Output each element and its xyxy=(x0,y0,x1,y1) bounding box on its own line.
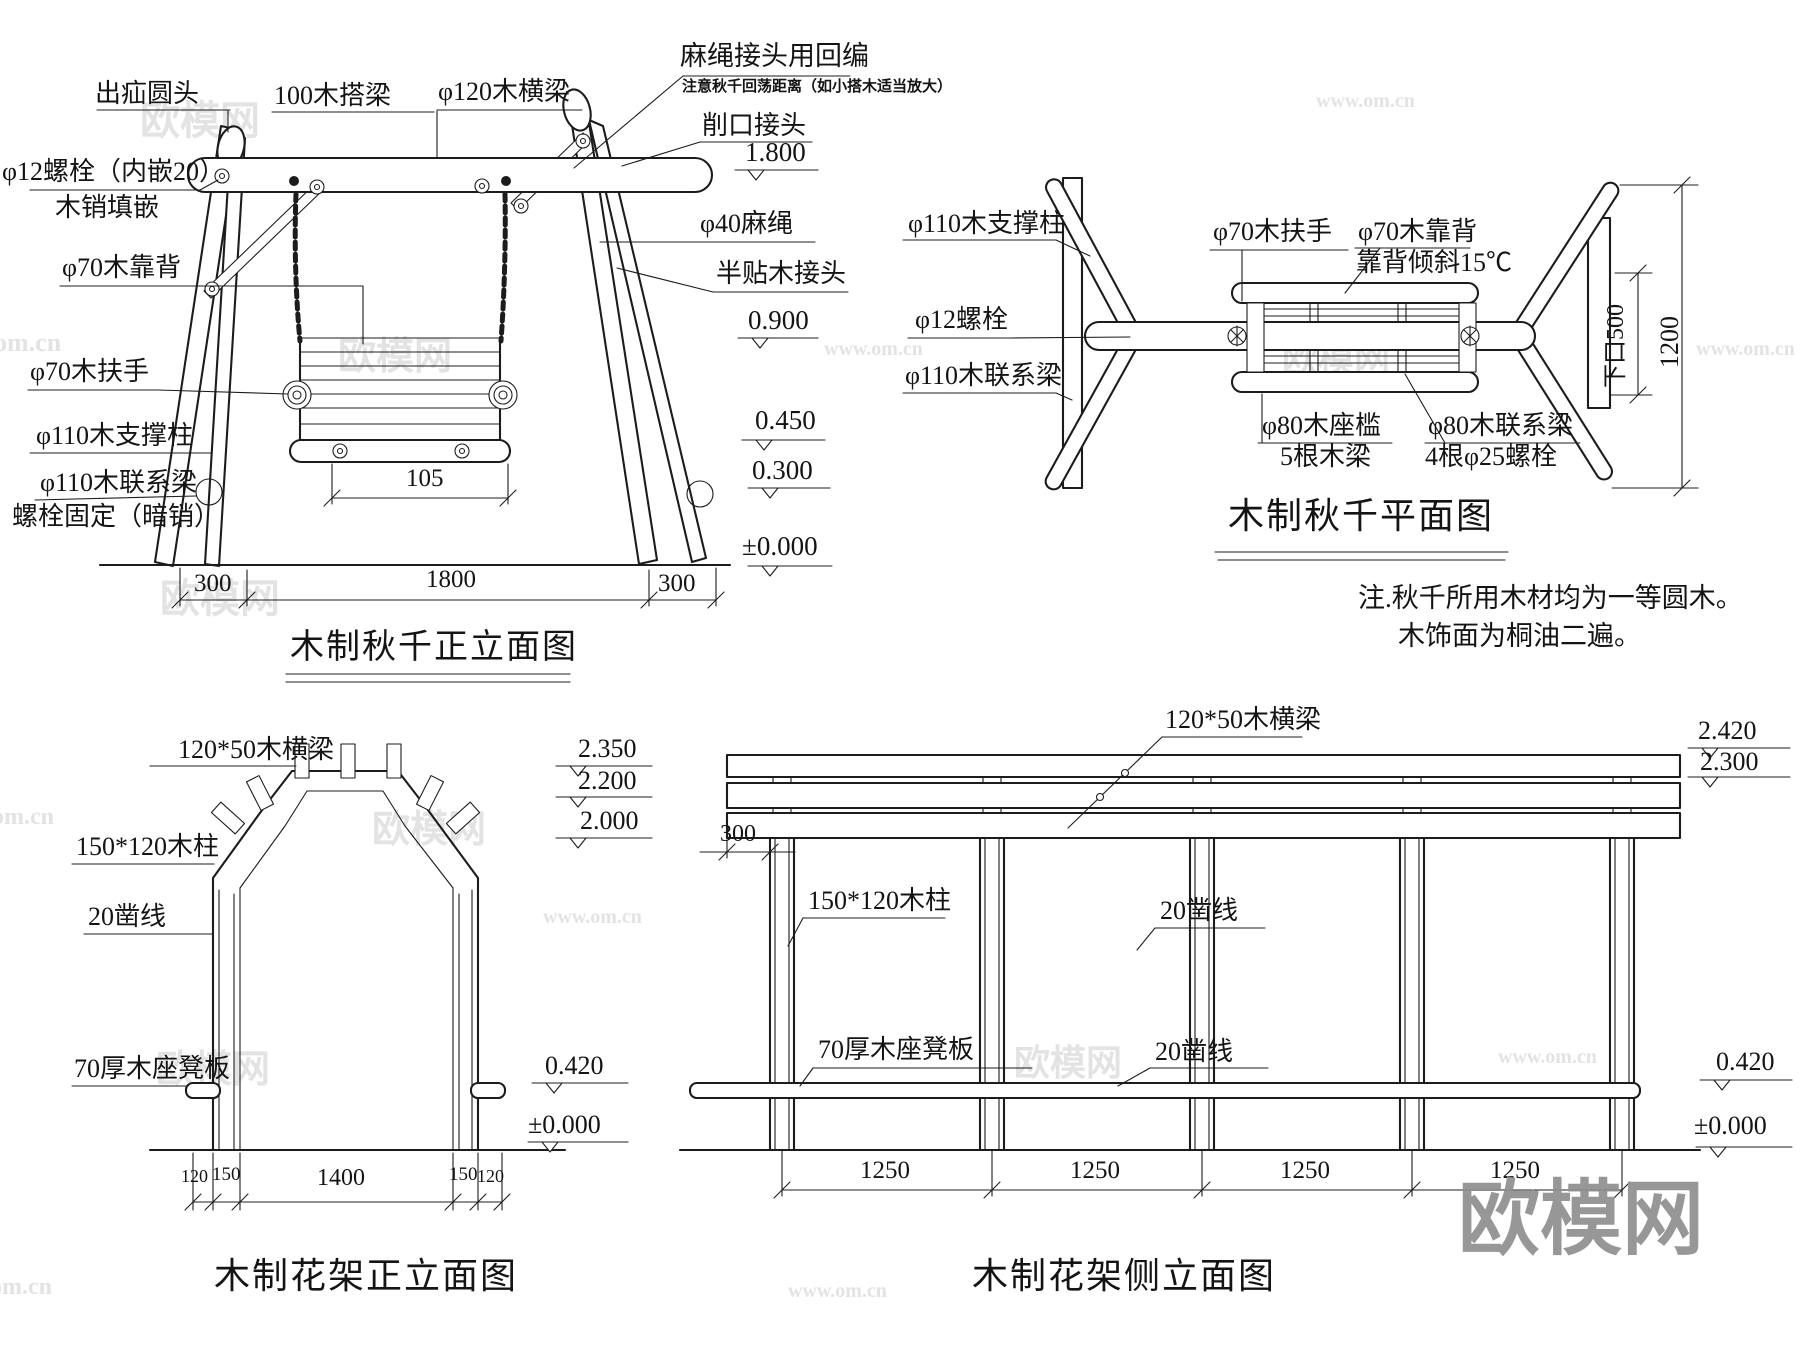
label-ps-beam: 120*50木横梁 xyxy=(1165,705,1322,734)
dim-ps-3: 1250 xyxy=(1490,1157,1540,1184)
label-tie-beam2: 螺栓固定（暗销） xyxy=(12,502,221,531)
label-plan-tie: φ110木联系梁 xyxy=(905,361,1063,390)
dim-ps-0: 1250 xyxy=(860,1157,910,1184)
watermark-large: 欧模网 xyxy=(1458,1174,1705,1265)
label-ps-chisel-top: 20凿线 xyxy=(1160,896,1239,925)
level-pf-0000: ±0.000 xyxy=(528,1110,601,1139)
label-rope-note: 注意秋千回荡距离（如小搭木适当放大） xyxy=(682,79,953,95)
watermark: 欧模网 xyxy=(338,336,453,378)
level-ps-0420: 0.420 xyxy=(1716,1047,1775,1076)
label-plan-tie80: φ80木联系梁 xyxy=(1428,411,1574,440)
label-plan-support: φ110木支撑柱 xyxy=(908,209,1066,238)
label-ps-chisel-bench: 20凿线 xyxy=(1155,1037,1234,1066)
pergola-side-drawing xyxy=(678,736,1793,1199)
watermark: www.om.cn xyxy=(1498,1046,1597,1068)
dim-ps-2: 1250 xyxy=(1280,1157,1330,1184)
note-line2: 木饰面为桐油二遍。 xyxy=(1398,621,1641,651)
label-round-head: 出疝圆头 xyxy=(95,79,200,108)
level-ps-2420: 2.420 xyxy=(1698,716,1757,745)
label-plan-backrest: φ70木靠背 xyxy=(1358,217,1478,246)
label-plan-tie80-note: 4根φ25螺栓 xyxy=(1425,442,1558,471)
watermark: www.om.cn xyxy=(1696,338,1795,360)
label-rope-joint: 麻绳接头用回编 xyxy=(680,41,869,71)
label-pf-beam: 120*50木横梁 xyxy=(178,735,335,764)
title-swing-front: 木制秋千正立面图 xyxy=(290,629,578,666)
watermark: www.om.cn xyxy=(543,906,642,928)
dim-300R: 300 xyxy=(658,570,696,597)
label-pf-chisel: 20凿线 xyxy=(88,902,167,931)
watermark: 欧模网 xyxy=(1014,1043,1123,1083)
watermark: www.om.cn xyxy=(824,338,923,360)
title-pergola-side: 木制花架侧立面图 xyxy=(972,1256,1277,1296)
dim-pf-1: 150 xyxy=(212,1164,241,1185)
dim-depth: 1200 xyxy=(1655,316,1684,368)
note-line1: 注.秋千所用木材均为一等圆木。 xyxy=(1358,583,1743,613)
level-pf-2350: 2.350 xyxy=(578,734,637,763)
label-ps-column: 150*120木柱 xyxy=(808,886,952,915)
dim-ps-1: 1250 xyxy=(1070,1157,1120,1184)
watermark: om.cn xyxy=(0,328,62,357)
dim-seat: 105 xyxy=(406,465,444,492)
pergola-front-drawing xyxy=(71,743,653,1211)
dim-pf-0: 120 xyxy=(181,1166,208,1186)
dim-1800: 1800 xyxy=(426,566,476,593)
swing-front-drawing xyxy=(27,75,851,683)
level-1800: 1.800 xyxy=(745,137,806,167)
dim-opening: 下口500 xyxy=(1603,304,1629,388)
dim-ps-300: 300 xyxy=(720,821,756,847)
watermark: www.om.cn xyxy=(1316,90,1415,112)
label-bolt12b: 木销填嵌 xyxy=(55,193,160,222)
level-pf-2200: 2.200 xyxy=(578,766,637,795)
label-plan-seat-rail: φ80木座槛 xyxy=(1262,411,1382,440)
label-support-post: φ110木支撑柱 xyxy=(36,421,194,450)
level-ps-0000: ±0.000 xyxy=(1694,1111,1767,1140)
label-armrest: φ70木扶手 xyxy=(30,357,150,386)
level-pf-2000: 2.000 xyxy=(580,806,639,835)
label-pf-column: 150*120木柱 xyxy=(76,832,220,861)
label-pf-bench: 70厚木座凳板 xyxy=(74,1054,231,1083)
label-ps-bench: 70厚木座凳板 xyxy=(818,1035,975,1064)
dim-pf-4: 120 xyxy=(477,1166,504,1186)
label-lap-beam: 100木搭梁 xyxy=(274,81,392,110)
label-backrest: φ70木靠背 xyxy=(62,253,182,282)
label-plan-armrest: φ70木扶手 xyxy=(1213,217,1333,246)
level-ps-2300: 2.300 xyxy=(1700,747,1759,776)
level-0450: 0.450 xyxy=(755,405,816,435)
title-swing-plan: 木制秋千平面图 xyxy=(1228,496,1495,536)
swing-plan-drawing xyxy=(902,176,1699,561)
label-plan-seat-rail-note: 5根木梁 xyxy=(1280,442,1372,471)
label-plan-backrest-note: 靠背倾斜15℃ xyxy=(1356,248,1513,277)
dim-300L: 300 xyxy=(194,570,232,597)
label-bolt12: φ12螺栓（内嵌20） xyxy=(2,157,226,186)
dim-pf-3: 150 xyxy=(449,1164,478,1185)
label-half-lap: 半贴木接头 xyxy=(716,259,847,288)
label-cross-beam: φ120木横梁 xyxy=(438,77,571,106)
label-tie-beam: φ110木联系梁 xyxy=(40,468,198,497)
watermark: om.cn xyxy=(0,1274,52,1300)
watermark: om.cn xyxy=(0,804,54,830)
watermark: www.om.cn xyxy=(788,1280,887,1302)
level-0000: ±0.000 xyxy=(742,531,818,561)
dim-pf-2: 1400 xyxy=(317,1165,365,1191)
level-0300: 0.300 xyxy=(752,455,813,485)
level-0900: 0.900 xyxy=(748,305,809,335)
level-pf-0420: 0.420 xyxy=(545,1051,604,1080)
title-pergola-front: 木制花架正立面图 xyxy=(214,1256,519,1296)
label-plan-bolt: φ12螺栓 xyxy=(915,305,1009,334)
label-rope40: φ40麻绳 xyxy=(700,209,794,238)
label-cut-joint: 削口接头 xyxy=(702,111,807,140)
